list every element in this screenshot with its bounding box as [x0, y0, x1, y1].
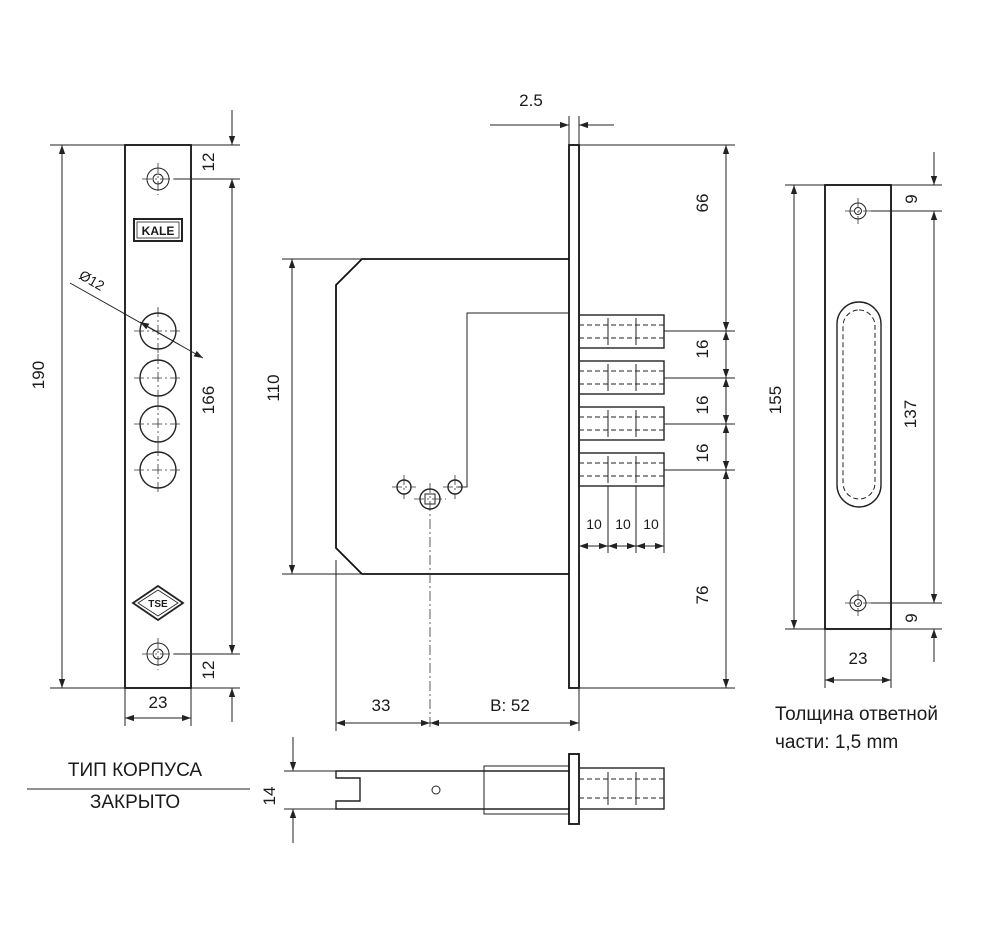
dim-case-height-text: 110: [264, 374, 283, 401]
dim-top-text: 66: [693, 194, 712, 213]
bolt-4: [578, 452, 665, 487]
cylinder-hole-4: [134, 446, 182, 494]
front-plate: [568, 144, 580, 689]
side-case-outline: [335, 770, 569, 810]
dim-case-thickness: 14: [260, 737, 336, 843]
strike-plate-view: 155 9 137 9 23 Толщина ответной части: 1…: [766, 152, 942, 753]
kale-logo: KALE: [133, 218, 183, 242]
side-view: 14 ТИП КОРПУСА ЗАКРЫТО: [27, 737, 665, 843]
cylinder-hole-2: [134, 354, 182, 402]
dim-bottom-offset-text: 12: [199, 661, 218, 680]
dim-total-height-text: 190: [29, 361, 48, 389]
body-type-caption-line1: ТИП КОРПУСА: [68, 760, 203, 781]
side-bolt: [578, 767, 665, 810]
dim-backset-left-text: 33: [372, 696, 391, 715]
cylinder-hole-1: [134, 307, 182, 355]
strike-thickness-note-line2: части: 1,5 mm: [775, 732, 898, 753]
cylinder-diameter-leader: [69, 282, 204, 359]
dim-faceplate-width-text: 23: [149, 693, 168, 712]
strike-bottom-screw-hole: [845, 590, 871, 616]
dim-plate-thickness-text: 2.5: [519, 91, 543, 110]
dim-190: 190: [29, 144, 125, 689]
dim-faceplate-right: 12 166 12: [174, 110, 240, 722]
dim-throw-2-text: 10: [615, 516, 631, 532]
body-type-caption-line2: ЗАКРЫТО: [90, 792, 180, 813]
strike-plate-outline: [824, 184, 892, 630]
dim-strike-bottom-text: 9: [902, 613, 921, 622]
lock-body-view: 2.5 110 66 16 16 16 76: [264, 91, 735, 731]
bolt-1: [578, 314, 665, 349]
dim-hole-span-text: 166: [199, 386, 218, 414]
dim-case-height: 110: [264, 258, 362, 575]
bolt-2: [578, 360, 665, 395]
dim-strike-height-text: 155: [766, 386, 785, 414]
dim-throw-3-text: 10: [643, 516, 659, 532]
dim-bolt-positions: 66 16 16 16 76: [579, 144, 735, 689]
dim-bottom-text: 76: [693, 586, 712, 605]
dim-strike-top-text: 9: [902, 194, 921, 203]
dim-strike-hole-span-text: 137: [901, 400, 920, 428]
kale-logo-text: KALE: [142, 224, 175, 238]
bolt-carrier: [458, 312, 569, 488]
tse-logo: TSE: [131, 584, 185, 622]
dim-bolt-pitch-2-text: 16: [693, 396, 712, 415]
dim-throw-1-text: 10: [586, 516, 602, 532]
case-screw-right: [443, 475, 467, 499]
dim-top-offset-text: 12: [199, 153, 218, 172]
side-front-plate: [568, 753, 580, 825]
lock-case-outline: [335, 258, 569, 575]
dim-backset-text: B: 52: [490, 696, 530, 715]
strike-top-screw-hole: [845, 198, 871, 224]
tse-logo-text: TSE: [148, 599, 168, 610]
faceplate-bottom-screw-hole: [142, 638, 174, 670]
dim-faceplate-width: 23: [124, 688, 192, 726]
faceplate-view: KALE TSE: [29, 110, 240, 726]
dim-bolt-pitch-3-text: 16: [693, 444, 712, 463]
faceplate-top-screw-hole: [142, 163, 174, 195]
faceplate-outline: [124, 144, 192, 689]
dim-strike-right: 9 137 9: [871, 152, 942, 662]
bolt-3: [578, 406, 665, 441]
dim-backset: 33 B: 52: [335, 560, 580, 731]
dim-strike-width: 23: [824, 629, 892, 688]
strike-bolt-slot: [836, 301, 882, 508]
dim-bolt-pitch-1-text: 16: [693, 340, 712, 359]
dim-plate-thickness: 2.5: [490, 91, 614, 145]
dim-case-thickness-text: 14: [260, 787, 279, 806]
dim-bolt-throw: 10 10 10: [578, 486, 665, 553]
strike-thickness-note-line1: Толщина ответной: [775, 704, 938, 725]
spindle-hole: [414, 483, 446, 730]
case-screw-left: [392, 475, 416, 499]
dim-strike-height: 155: [766, 184, 825, 630]
dim-strike-width-text: 23: [849, 649, 868, 668]
side-spindle-hole: [431, 785, 441, 795]
cylinder-hole-3: [134, 400, 182, 448]
